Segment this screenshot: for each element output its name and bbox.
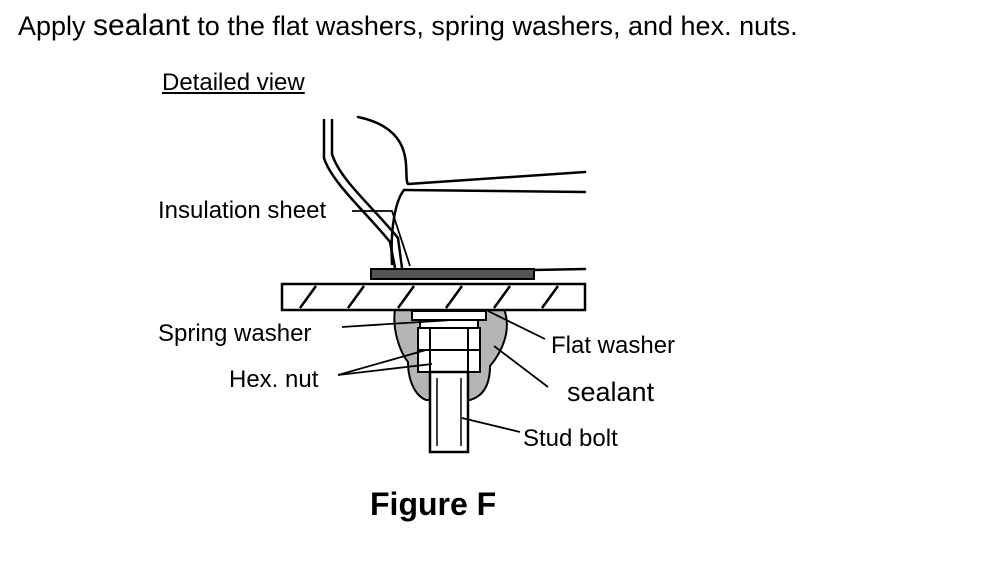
leader-hex-nut-2 bbox=[337, 363, 433, 376]
hatched-plate bbox=[280, 282, 587, 312]
leader-insulation bbox=[352, 210, 411, 267]
housing-outline-inner bbox=[330, 118, 404, 270]
leader-hex-nut-1 bbox=[337, 349, 427, 376]
label-stud-bolt: Stud bolt bbox=[523, 425, 618, 452]
instruction-keyword: sealant bbox=[93, 9, 190, 42]
housing-arc-inner bbox=[402, 188, 587, 194]
label-spring-washer: Spring washer bbox=[158, 320, 312, 347]
housing-outline bbox=[322, 118, 397, 270]
label-insulation-sheet: Insulation sheet bbox=[158, 197, 327, 224]
insulation-sheet bbox=[370, 268, 535, 280]
leader-sealant bbox=[493, 345, 549, 388]
stud-bolt-shape bbox=[428, 370, 470, 454]
leader-flat-washer bbox=[487, 310, 546, 340]
leader-stud-bolt bbox=[461, 417, 521, 433]
flat-washer-shape bbox=[411, 310, 487, 321]
label-flat-washer: Flat washer bbox=[551, 332, 676, 359]
instruction-suffix: to the flat washers, spring washers, and… bbox=[189, 11, 798, 41]
detail-view-title: Detailed view bbox=[162, 69, 305, 96]
instruction-prefix: Apply bbox=[18, 11, 94, 41]
mount-line bbox=[531, 267, 587, 272]
label-hex-nut: Hex. nut bbox=[229, 366, 319, 393]
label-sealant: sealant bbox=[567, 377, 655, 407]
instruction-text: Apply sealant to the flat washers, sprin… bbox=[18, 9, 798, 43]
figure-caption: Figure F bbox=[370, 486, 497, 522]
housing-arc bbox=[356, 115, 587, 186]
leader-spring-washer bbox=[341, 319, 453, 328]
